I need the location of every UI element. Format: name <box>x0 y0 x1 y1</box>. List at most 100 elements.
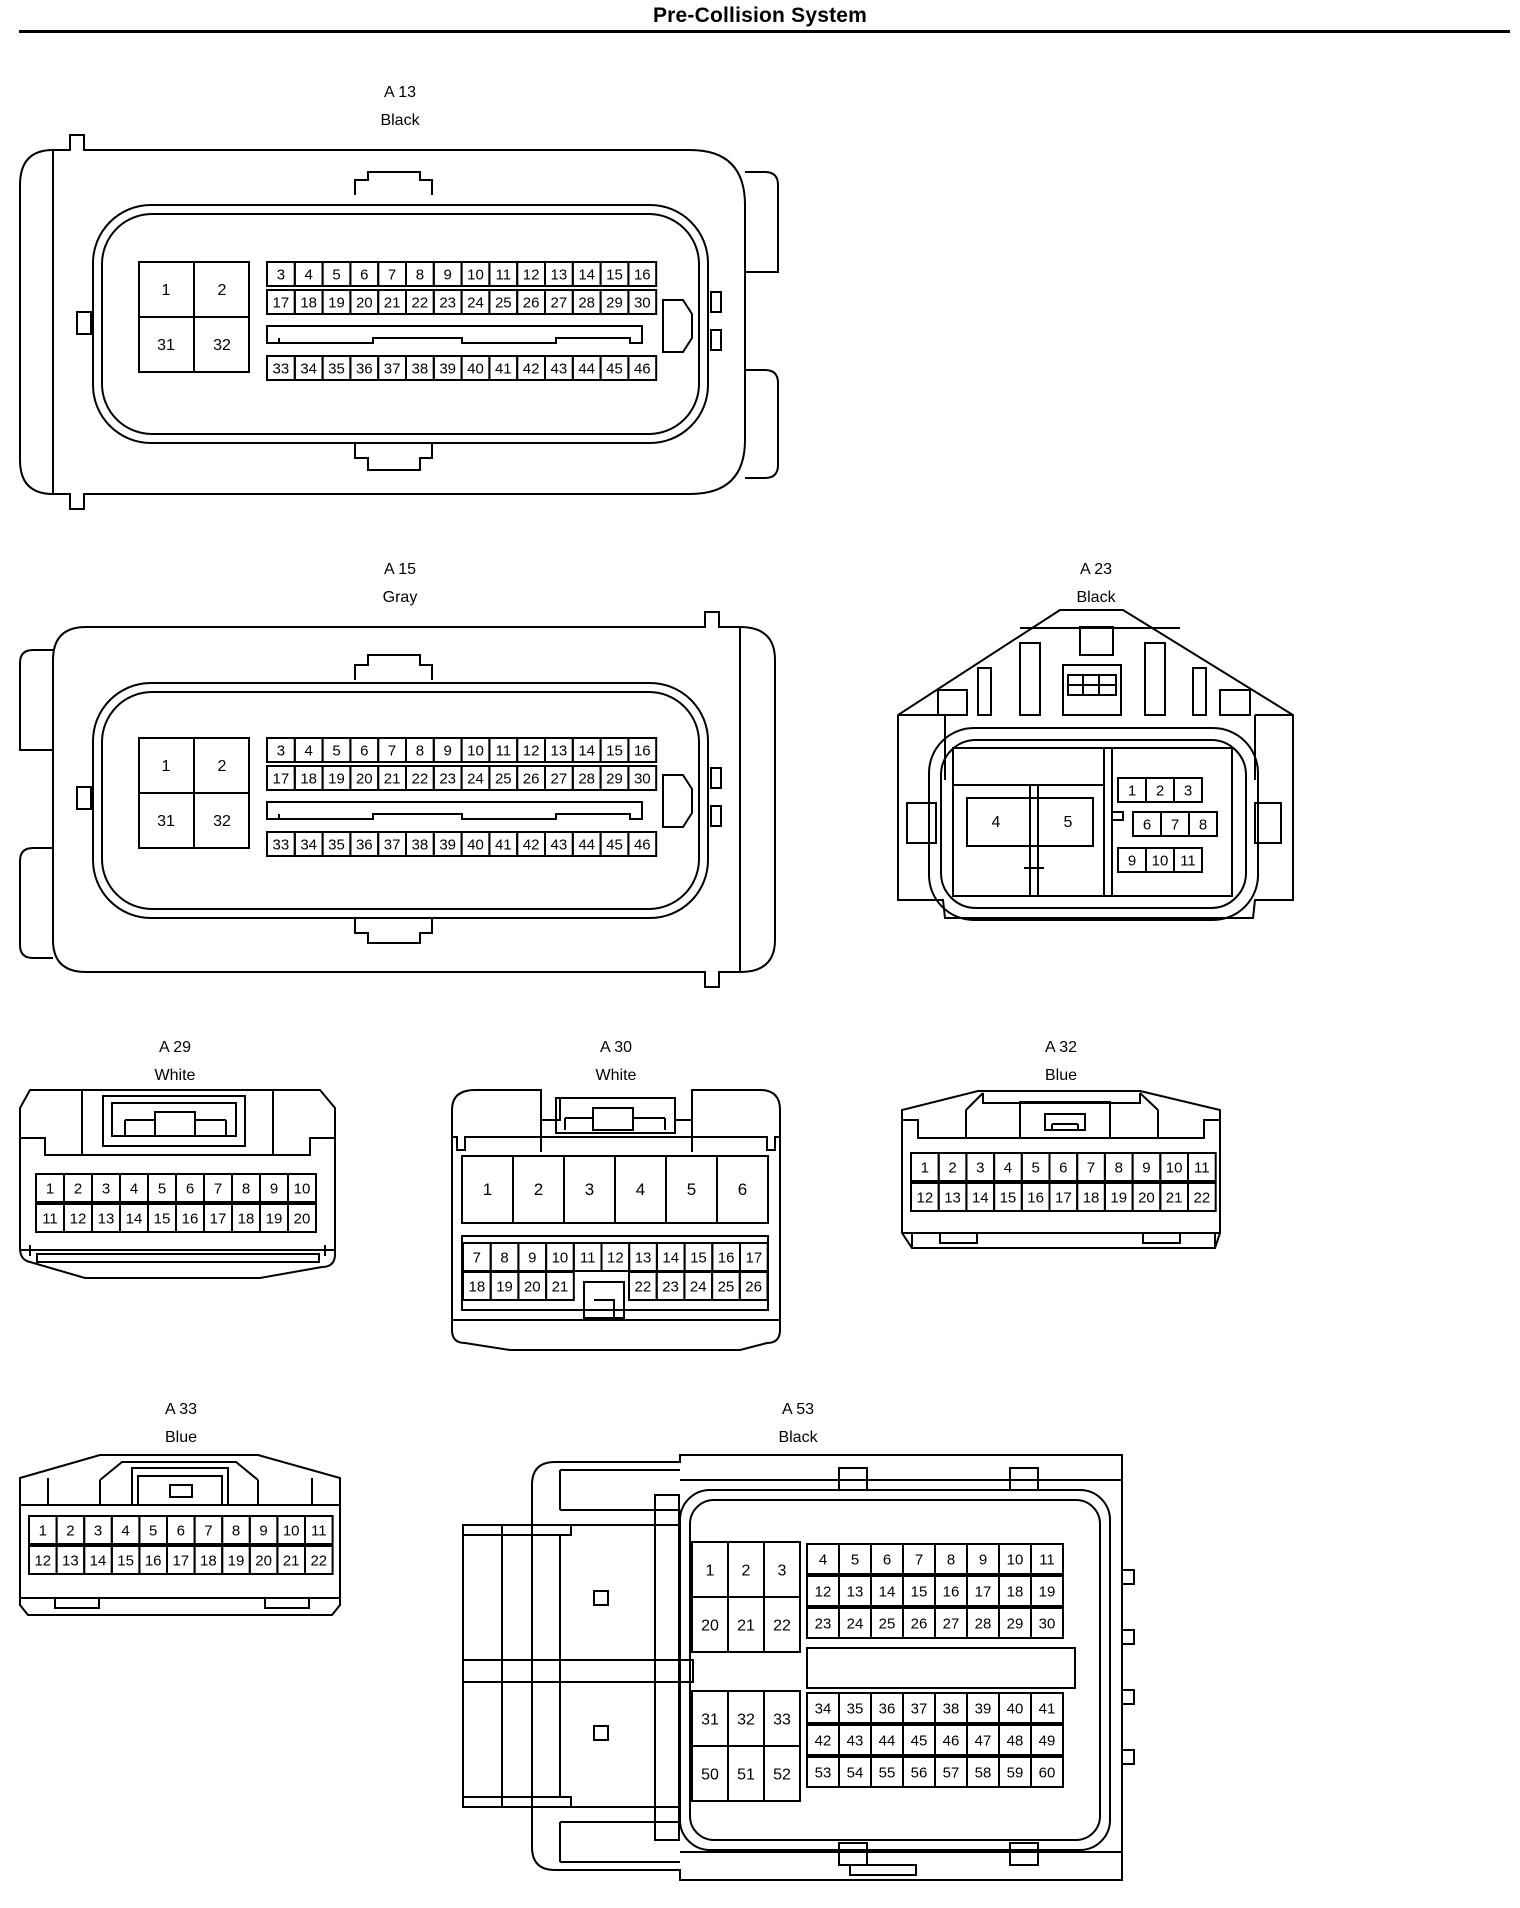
pin: 49 <box>1030 1724 1064 1756</box>
pin: 7 <box>462 1242 492 1272</box>
pin-number: 11 <box>1194 1159 1210 1176</box>
pin: 10 <box>460 737 491 763</box>
pin-number: 29 <box>606 294 623 311</box>
pin: 28 <box>571 765 602 791</box>
pin: 10 <box>460 261 491 287</box>
pin-number: 39 <box>975 1700 992 1717</box>
pin: 10 <box>276 1515 306 1545</box>
pin-number: 36 <box>356 836 373 853</box>
pin-number: 28 <box>578 294 595 311</box>
pin: 13 <box>91 1203 121 1233</box>
pin: 20 <box>1131 1182 1162 1212</box>
pin: 37 <box>902 1692 936 1724</box>
connector-label-a15: A 15 Gray <box>300 556 500 612</box>
pin-number: 43 <box>847 1732 864 1749</box>
connector-a23 <box>897 609 1294 921</box>
pin: 10 <box>1145 847 1175 873</box>
pin-number: 1 <box>162 282 171 299</box>
pin: 15 <box>110 1545 141 1575</box>
pin: 24 <box>683 1271 714 1301</box>
pin-number: 12 <box>917 1189 934 1206</box>
pin-cell <box>1030 1607 1064 1639</box>
pin-number: 4 <box>636 1180 645 1199</box>
pin-number: 11 <box>1039 1551 1055 1568</box>
pin: 30 <box>1030 1607 1064 1639</box>
pin-number: 6 <box>177 1522 185 1539</box>
pin: 17 <box>166 1545 196 1575</box>
pin-number: 8 <box>947 1551 955 1568</box>
pin-number: 5 <box>1064 814 1073 831</box>
pin: 12 <box>63 1203 93 1233</box>
pin-number: 34 <box>300 360 317 377</box>
pin-number: 58 <box>975 1764 992 1781</box>
pin-number: 39 <box>439 836 456 853</box>
pin-number: 26 <box>911 1615 928 1632</box>
pin: 9 <box>1117 847 1147 873</box>
pin: 9 <box>966 1543 1000 1575</box>
pin-cell <box>1173 847 1203 873</box>
pin: 8 <box>405 261 435 287</box>
pin: 3 <box>965 1152 996 1182</box>
pin: 37 <box>377 831 408 857</box>
pin-number: 18 <box>200 1552 217 1569</box>
pin: 40 <box>460 831 491 857</box>
pin: 11 <box>488 737 519 763</box>
pin: 18 <box>293 289 324 315</box>
connector-a13 <box>19 134 779 510</box>
pin-number: 9 <box>979 1551 987 1568</box>
pin: 8 <box>934 1543 968 1575</box>
pin-number: 11 <box>1180 852 1196 869</box>
pin: 21 <box>545 1271 575 1301</box>
pin-number: 5 <box>332 742 340 759</box>
pin-number: 3 <box>94 1522 102 1539</box>
pin-number: 23 <box>439 770 456 787</box>
pin-number: 3 <box>778 1562 787 1579</box>
pin-number: 40 <box>467 836 484 853</box>
pin: 2 <box>55 1515 86 1545</box>
pin-number: 51 <box>737 1766 755 1783</box>
connector-color: Black <box>1076 589 1116 606</box>
pin-number: 15 <box>1000 1189 1017 1206</box>
connector-id: A 53 <box>781 1401 815 1418</box>
pin-number: 11 <box>496 266 512 283</box>
connector-a53 <box>462 1454 1135 1881</box>
pin: 31 <box>691 1690 729 1747</box>
pin-number: 11 <box>496 742 512 759</box>
pin-number: 33 <box>273 836 290 853</box>
pin: 25 <box>488 289 519 315</box>
pin-number: 37 <box>384 836 401 853</box>
pin-number: 7 <box>204 1522 212 1539</box>
pin: 2 <box>727 1541 765 1598</box>
pin: 7 <box>203 1173 233 1203</box>
pin: 5 <box>138 1515 168 1545</box>
pin-number: 28 <box>975 1615 992 1632</box>
pin: 8 <box>1103 1152 1134 1182</box>
pin-number: 16 <box>1027 1189 1044 1206</box>
pin-number: 3 <box>976 1159 984 1176</box>
pin-number: 24 <box>690 1278 707 1295</box>
pin: 1 <box>910 1152 940 1182</box>
pin-number: 10 <box>467 266 484 283</box>
pin-number: 38 <box>943 1700 960 1717</box>
pin-number: 2 <box>742 1562 751 1579</box>
pin-cell <box>1030 1756 1064 1788</box>
pin-number: 29 <box>1007 1615 1024 1632</box>
pin: 22 <box>1187 1182 1217 1212</box>
pin: 18 <box>1076 1182 1106 1212</box>
pin-number: 1 <box>39 1522 47 1539</box>
pin-cell <box>763 1596 801 1653</box>
pin: 4 <box>119 1173 149 1203</box>
pin: 12 <box>910 1182 940 1212</box>
pin-number: 24 <box>467 294 484 311</box>
connector-a29 <box>19 1089 336 1279</box>
connector-label-a29: A 29 White <box>75 1034 275 1090</box>
pin-number: 15 <box>154 1210 171 1227</box>
pin: 19 <box>221 1545 251 1575</box>
pin-number: 9 <box>444 742 452 759</box>
pin: 3 <box>266 261 296 287</box>
pin-number: 1 <box>483 1180 492 1199</box>
pin-number: 19 <box>496 1278 513 1295</box>
pin: 14 <box>571 737 602 763</box>
pin-number: 16 <box>634 742 651 759</box>
pin: 17 <box>966 1575 1000 1607</box>
